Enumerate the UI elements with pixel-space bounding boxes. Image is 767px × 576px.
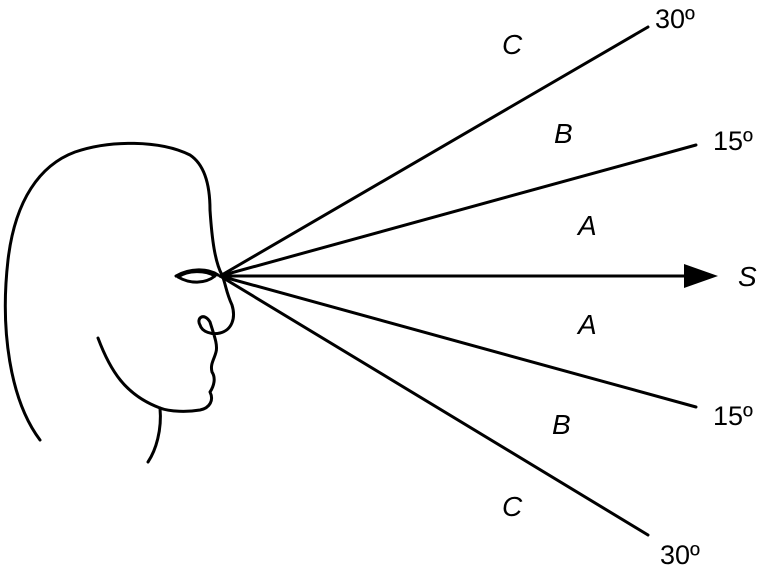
line-upper-30 bbox=[218, 25, 650, 278]
zone-label-upper-b: B bbox=[554, 118, 573, 149]
angle-label-lower-30: 30º bbox=[660, 540, 700, 570]
axis-label-s: S bbox=[738, 261, 757, 292]
line-upper-15 bbox=[218, 143, 698, 278]
zone-label-upper-a: A bbox=[576, 210, 597, 241]
angle-label-upper-30: 30º bbox=[655, 4, 695, 34]
zone-label-upper-c: C bbox=[502, 29, 523, 60]
eyelid-line bbox=[174, 268, 220, 278]
zone-label-lower-a: A bbox=[576, 309, 597, 340]
arrowhead-icon bbox=[684, 264, 718, 288]
sight-lines bbox=[218, 25, 718, 537]
head-profile bbox=[3, 141, 235, 464]
line-lower-15 bbox=[218, 274, 698, 409]
labels: 30º 15º S 15º 30º C B A A B C bbox=[502, 4, 757, 570]
line-lower-30 bbox=[218, 274, 650, 537]
zone-label-lower-b: B bbox=[552, 409, 571, 440]
angle-label-upper-15: 15º bbox=[713, 126, 753, 156]
eye-icon bbox=[176, 270, 217, 284]
neck-line bbox=[146, 406, 162, 464]
zone-label-lower-c: C bbox=[502, 491, 523, 522]
angle-label-lower-15: 15º bbox=[713, 401, 753, 431]
jaw-line bbox=[96, 336, 162, 410]
head-outline bbox=[3, 141, 235, 442]
